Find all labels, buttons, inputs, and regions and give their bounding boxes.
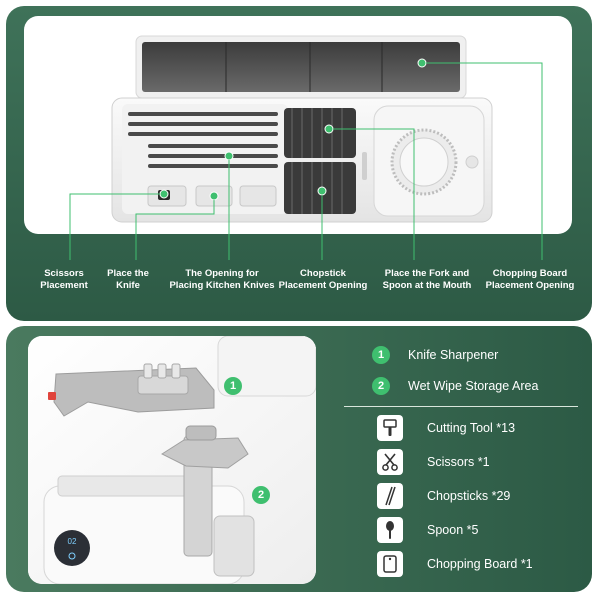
legend-row-wet-wipe: 2 Wet Wipe Storage Area [372, 377, 538, 395]
item-row-chopping-board: Chopping Board *1 [377, 551, 533, 577]
item-label: Spoon *5 [427, 523, 479, 537]
item-label: Chopping Board *1 [427, 557, 533, 571]
legend-label: Knife Sharpener [408, 348, 499, 362]
device-display-readout: 02 [68, 537, 77, 546]
cutting-tool-icon [377, 415, 403, 441]
item-row-chopsticks: Chopsticks *29 [377, 483, 510, 509]
legend-number-badge: 1 [372, 346, 390, 364]
item-label: Scissors *1 [427, 455, 490, 469]
product-top-view-photo [24, 16, 572, 234]
legend-label: Wet Wipe Storage Area [408, 379, 539, 393]
item-label: Chopsticks *29 [427, 489, 511, 503]
item-label: Cutting Tool *13 [427, 421, 516, 435]
knife-holder-illustration [69, 35, 543, 234]
spoon-icon [377, 517, 403, 543]
chopsticks-icon [377, 483, 403, 509]
marker-1-badge: 1 [224, 377, 242, 395]
bottom-panel: 02 1 2 [6, 326, 592, 592]
item-row-scissors: Scissors *1 [377, 449, 490, 475]
sharpener-and-wipe-illustration: 02 [28, 336, 316, 584]
marker-2-badge: 2 [252, 486, 270, 504]
item-row-spoon: Spoon *5 [377, 517, 478, 543]
item-row-cutting-tool: Cutting Tool *13 [377, 415, 515, 441]
chopping-board-icon [377, 551, 403, 577]
scissors-icon [377, 449, 403, 475]
product-detail-photo: 02 1 2 [28, 336, 316, 584]
legend-divider [344, 406, 578, 407]
legend-number-badge: 2 [372, 377, 390, 395]
callout-lines [69, 234, 543, 260]
legend-row-knife-sharpener: 1 Knife Sharpener [372, 346, 498, 364]
